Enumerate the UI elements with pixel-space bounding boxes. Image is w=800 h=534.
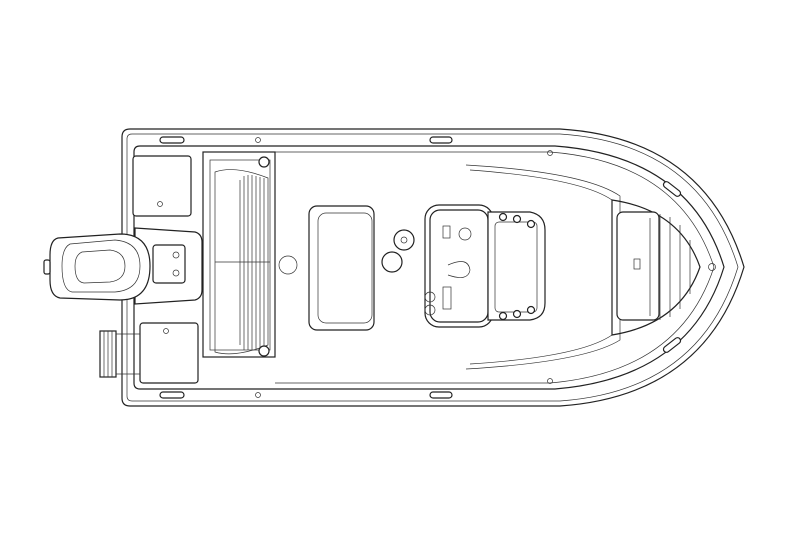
center-console — [381, 204, 546, 328]
stern-hatches — [132, 155, 203, 384]
rear-bench — [202, 151, 276, 358]
cleats — [159, 136, 716, 399]
swim-ladder — [99, 330, 140, 378]
leaning-post — [308, 205, 375, 331]
hatch-circle — [278, 255, 298, 275]
hull — [121, 128, 745, 407]
steering-wheel-icon — [393, 229, 415, 251]
outboard-motor — [43, 233, 151, 301]
bow-casting-deck — [611, 199, 701, 336]
